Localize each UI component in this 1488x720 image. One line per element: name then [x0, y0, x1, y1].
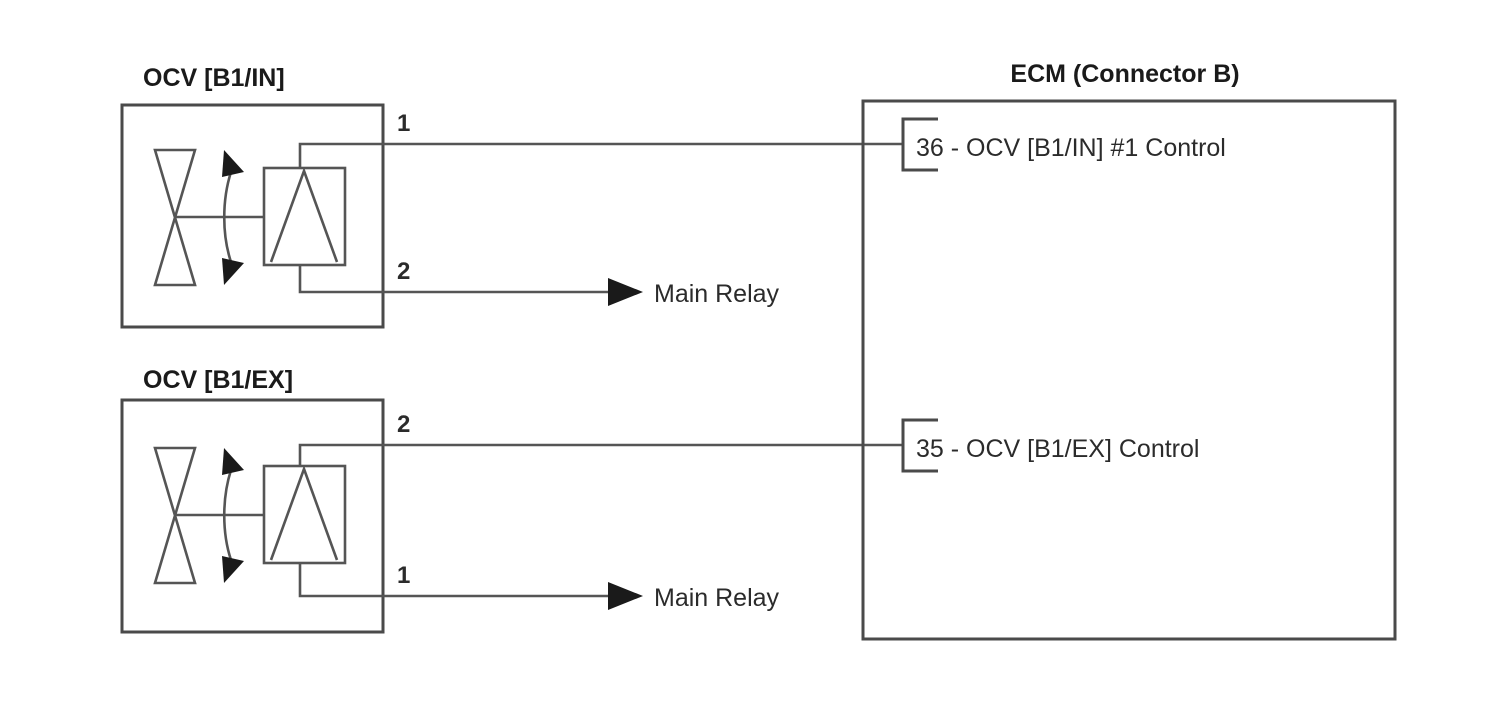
ocv-b1in-solenoid-coil-icon [262, 166, 347, 267]
main-relay-label-lower: Main Relay [654, 584, 780, 612]
ocv-b1in-component: 1 2 Main Relay [120, 103, 903, 329]
main-relay-label-upper: Main Relay [654, 280, 780, 308]
ocv-b1ex-title: OCV [B1/EX] [143, 366, 293, 394]
ecm-connector-b-component: 36 - OCV [B1/IN] #1 Control 35 - OCV [B1… [861, 99, 1397, 641]
ecm-title: ECM (Connector B) [1010, 60, 1239, 88]
ocv-b1ex-solenoid-coil-icon [262, 464, 347, 565]
ocv-b1in-pin-1-label: 1 [397, 110, 410, 137]
ecm-pin-35-bracket-icon [901, 418, 938, 473]
ocv-b1in-box [120, 103, 385, 329]
ocv-b1ex-pin2-wire [298, 443, 903, 466]
ecm-pin-36-label: 36 - OCV [B1/IN] #1 Control [916, 134, 1226, 162]
ocv-b1in-valve-bowtie-icon [153, 148, 197, 287]
ecm-pin-36-bracket-icon [901, 117, 938, 172]
ocv-b1ex-component: 2 1 Main Relay [120, 398, 903, 634]
ocv-b1ex-valve-bowtie-icon [153, 446, 197, 585]
ocv-b1ex-pin-2-label: 2 [397, 411, 410, 438]
ocv-b1ex-box [120, 398, 385, 634]
ocv-b1in-double-arrow-icon [222, 150, 244, 285]
ocv-b1ex-pin1-wire [298, 563, 612, 598]
ocv-b1in-main-relay-arrow-icon [608, 278, 643, 306]
ecm-box [861, 99, 1397, 641]
ocv-b1in-pin1-wire [298, 142, 903, 168]
ocv-b1in-pin-2-label: 2 [397, 258, 410, 285]
ecm-pin-35-label: 35 - OCV [B1/EX] Control [916, 435, 1199, 463]
ocv-b1ex-pin-1-label: 1 [397, 562, 410, 589]
ocv-b1in-title: OCV [B1/IN] [143, 64, 285, 92]
ocv-b1in-pin2-wire [298, 265, 612, 294]
ocv-b1ex-double-arrow-icon [222, 448, 244, 583]
ocv-b1ex-main-relay-arrow-icon [608, 582, 643, 610]
